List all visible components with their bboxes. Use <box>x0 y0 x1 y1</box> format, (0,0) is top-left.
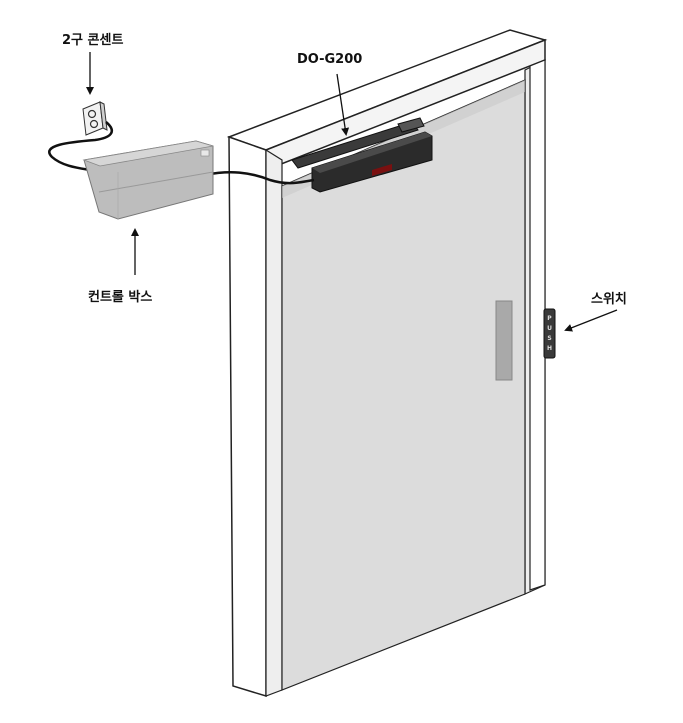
push-letter-s: S <box>547 335 551 342</box>
control-box-label: 컨트롤 박스 <box>88 290 153 305</box>
closer-label: DO-G200 <box>297 52 363 67</box>
push-letter-u: U <box>547 325 552 332</box>
closer-cable <box>204 171 315 185</box>
closer-arrow <box>336 73 350 136</box>
door-closer-unit <box>291 117 433 193</box>
switch-arrow <box>564 309 618 332</box>
push-switch: P U S H <box>543 308 556 359</box>
door-handle <box>495 300 513 381</box>
switch-label: 스위치 <box>591 292 627 307</box>
door-frame <box>226 29 548 698</box>
control-box <box>82 140 214 220</box>
wall-outlet <box>82 101 108 136</box>
outlet-cable <box>48 121 113 172</box>
push-letter-h: H <box>547 345 552 352</box>
push-letter-p: P <box>547 315 552 322</box>
outlet-label: 2구 콘센트 <box>62 33 124 48</box>
